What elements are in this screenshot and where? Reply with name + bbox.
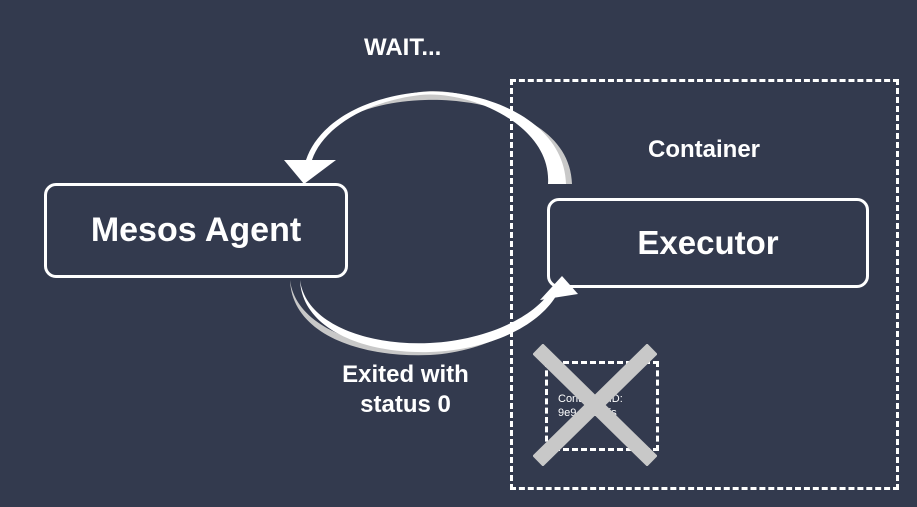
- exited-arrow: [290, 276, 578, 356]
- exited-label: Exited with status 0: [318, 360, 493, 420]
- exited-label-line1: Exited with: [342, 361, 469, 388]
- exited-arrowhead: [540, 276, 578, 300]
- wait-label: WAIT...: [364, 34, 442, 61]
- executor-box: Executor: [547, 198, 869, 288]
- container-label: Container: [648, 136, 761, 163]
- mesos-agent-label: Mesos Agent: [90, 211, 302, 249]
- exited-arrow-body: [300, 280, 556, 353]
- exited-label-line2: status 0: [360, 391, 451, 418]
- executor-label: Executor: [637, 224, 779, 261]
- container-frame: [510, 79, 899, 490]
- cross-out-icon: [533, 344, 657, 466]
- wait-arrowhead: [284, 160, 336, 184]
- wait-arrow: [284, 91, 572, 184]
- mesos-agent-box: Mesos Agent: [44, 183, 348, 278]
